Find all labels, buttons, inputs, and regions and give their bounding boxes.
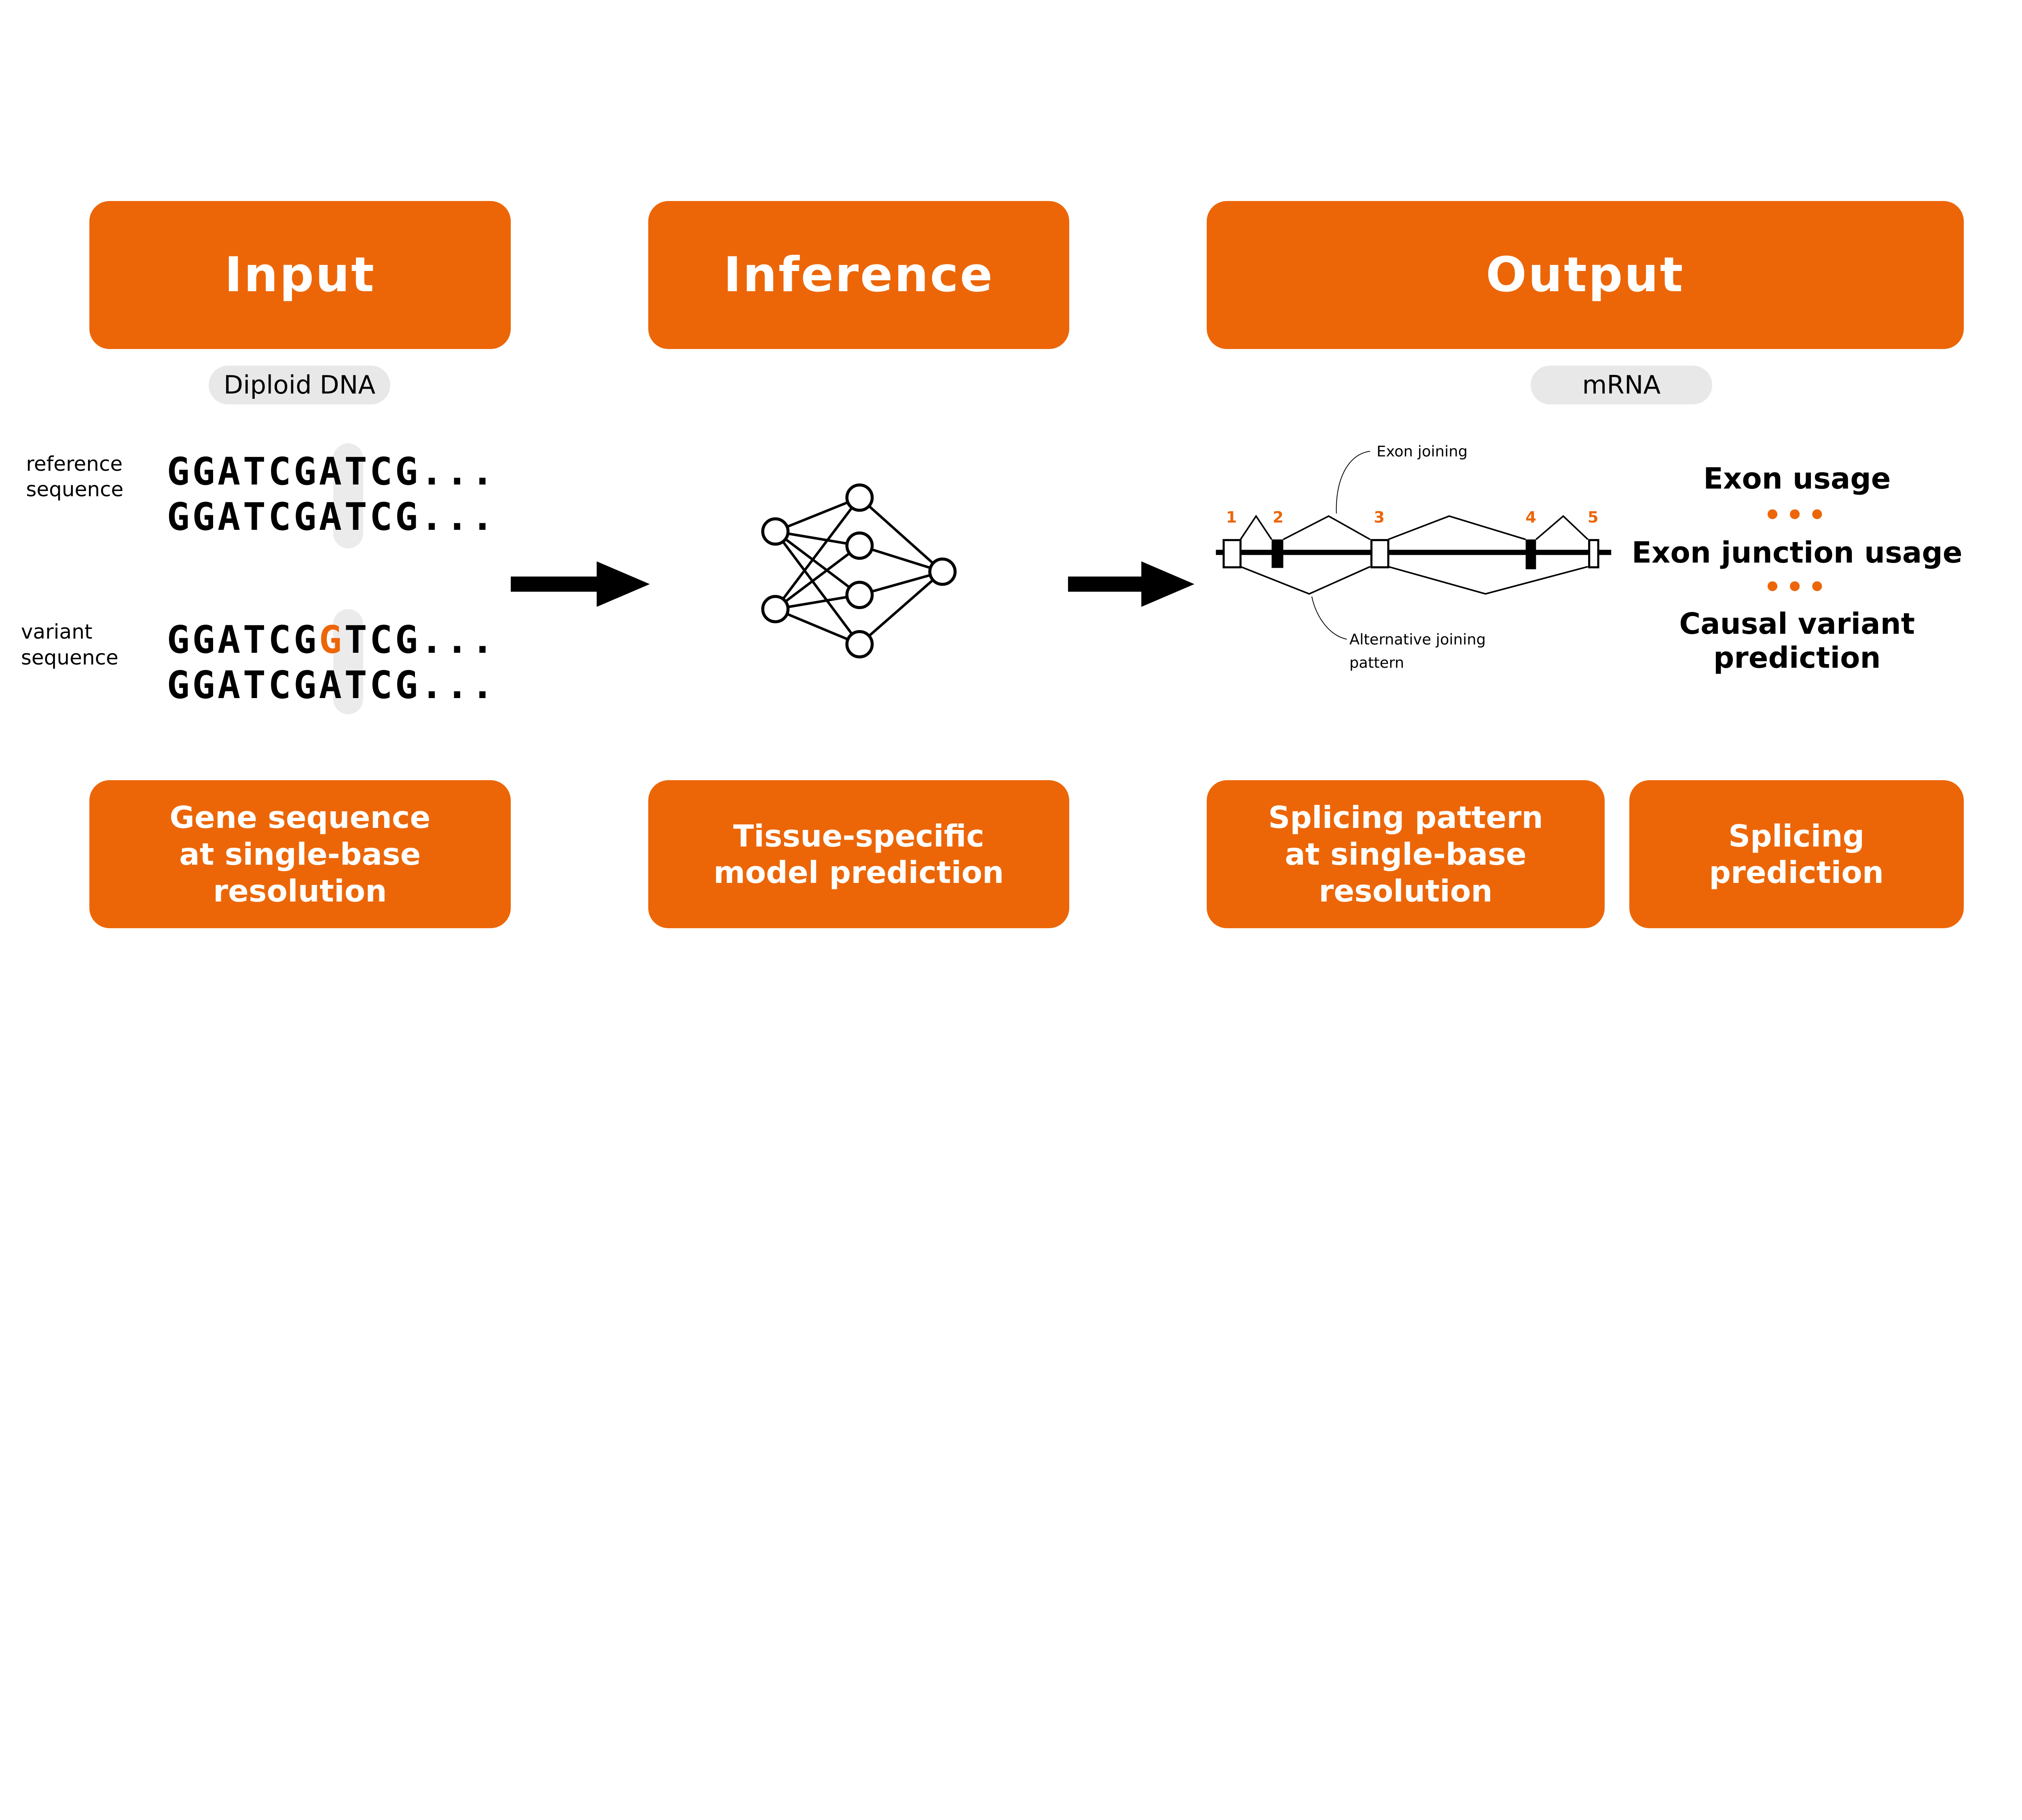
variant-label-line: variant	[21, 620, 93, 644]
reference-label-line: sequence	[26, 478, 124, 502]
footer-line: Gene sequence	[169, 800, 431, 836]
exon-number: 3	[1374, 508, 1385, 527]
footer-line: Tissue-specific	[733, 818, 984, 854]
exon-junction-usage-text: Exon junction usage	[1631, 535, 1963, 569]
footer-line: Splicing	[1728, 818, 1865, 854]
footer-line: model prediction	[713, 855, 1004, 891]
arrow-right-icon	[510, 561, 650, 607]
nn-edge	[775, 530, 860, 547]
exon-number: 2	[1273, 508, 1284, 527]
nn-edge	[774, 608, 860, 646]
reference-label: reference sequence	[26, 451, 123, 503]
inference-header-label: Inference	[723, 247, 994, 303]
gene-backbone	[1216, 549, 1611, 555]
exon-joining-label: Exon joining	[1377, 442, 1468, 460]
causal-variant-text: Causal variant prediction	[1593, 607, 2002, 675]
exon-usage-text: Exon usage	[1703, 461, 1891, 495]
inference-header: Inference	[648, 201, 1070, 349]
variant-seq-1: GGATCGGTCG...	[167, 618, 497, 663]
nn-node	[761, 595, 789, 624]
nn-node	[928, 557, 956, 586]
footer-line: at single-base	[179, 836, 421, 872]
nn-edge	[774, 497, 861, 610]
mrna-pill: mRNA	[1531, 365, 1712, 404]
reference-seq-1: GGATCGATCG...	[167, 449, 497, 494]
nn-edge	[774, 531, 861, 645]
seq-part: TCG...	[344, 618, 497, 662]
output-header: Output	[1206, 201, 1964, 349]
exon-number: 5	[1588, 508, 1599, 527]
causal-line: Causal variant	[1679, 607, 1915, 641]
dots-separator: •••	[1763, 571, 1831, 604]
reference-seq-2: GGATCGATCG...	[167, 495, 497, 539]
footer-line: resolution	[1319, 873, 1493, 909]
seq-part: GGATCG	[167, 618, 319, 662]
footer-line: Splicing pattern	[1268, 800, 1543, 836]
exon-5	[1588, 539, 1599, 568]
exon-4	[1525, 539, 1536, 569]
output-right-footer: Splicing prediction	[1629, 780, 1964, 928]
diploid-dna-pill: Diploid DNA	[209, 365, 390, 404]
nn-edge	[774, 544, 860, 610]
nn-edge	[774, 530, 860, 596]
variant-label-line: sequence	[21, 646, 118, 669]
exon-1	[1222, 539, 1242, 568]
reference-highlight	[333, 443, 363, 548]
nn-edge	[859, 544, 943, 573]
output-header-label: Output	[1486, 247, 1685, 303]
input-header: Input	[89, 201, 511, 349]
dots-separator: •••	[1763, 499, 1831, 532]
variant-base: G	[319, 618, 345, 662]
footer-line: prediction	[1709, 855, 1884, 891]
alternative-joining-label: Alternative joining	[1349, 631, 1485, 648]
junction-lines	[1239, 451, 1588, 639]
exon-number: 4	[1525, 508, 1536, 527]
exon-2	[1271, 539, 1283, 568]
input-header-label: Input	[224, 247, 376, 303]
footer-line: resolution	[213, 873, 387, 909]
exon-3	[1370, 539, 1390, 568]
nn-node	[845, 630, 874, 659]
variant-seq-2: GGATCGATCG...	[167, 663, 497, 708]
variant-label: variant sequence	[21, 619, 118, 671]
nn-edge	[774, 496, 860, 533]
nn-node	[845, 483, 874, 512]
inference-footer: Tissue-specific model prediction	[648, 780, 1070, 928]
exon-number: 1	[1226, 508, 1237, 527]
arrow-right-icon	[1068, 561, 1195, 607]
gene-splicing-diagram: 1 2 3 4 5 Exon joining Alternative joini…	[1216, 442, 1611, 671]
nn-edge	[859, 570, 943, 597]
reference-label-line: reference	[26, 452, 123, 476]
nn-node	[845, 531, 874, 560]
nn-edge	[858, 571, 943, 645]
variant-highlight	[333, 609, 363, 715]
output-left-footer: Splicing pattern at single-base resoluti…	[1206, 780, 1605, 928]
nn-edge	[858, 497, 943, 573]
alternative-joining-label: pattern	[1349, 654, 1404, 671]
footer-line: at single-base	[1285, 836, 1527, 872]
nn-node	[845, 581, 874, 609]
nn-edge	[775, 594, 860, 611]
causal-line: prediction	[1713, 641, 1881, 675]
input-footer: Gene sequence at single-base resolution	[89, 780, 511, 928]
nn-node	[761, 517, 789, 546]
neural-network-icon	[761, 483, 956, 659]
